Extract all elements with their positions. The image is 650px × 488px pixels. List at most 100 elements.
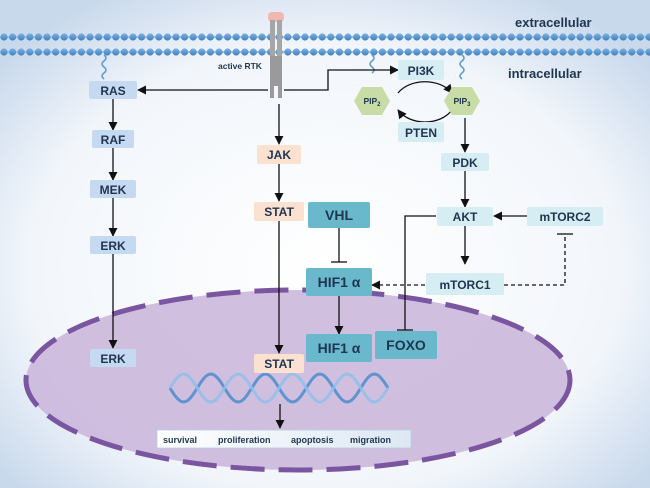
- membrane-bead: [636, 33, 645, 41]
- membrane-bead: [396, 48, 404, 56]
- membrane-bead: [129, 33, 137, 41]
- node-erk-cytoplasm-label: ERK: [100, 239, 126, 253]
- membrane-bead: [353, 48, 361, 56]
- membrane-bead: [482, 48, 490, 56]
- membrane-bead: [404, 33, 412, 41]
- membrane-bead: [112, 33, 120, 41]
- membrane-bead: [542, 33, 550, 41]
- membrane-bead: [473, 33, 481, 41]
- membrane-bead: [206, 33, 214, 41]
- membrane-bead: [611, 33, 619, 41]
- membrane-bead: [34, 48, 43, 56]
- membrane-bead: [198, 33, 206, 41]
- edge-pip2-pip3: [397, 81, 453, 94]
- membrane-bead: [77, 33, 85, 41]
- membrane-bead: [387, 33, 395, 41]
- membrane-bead: [318, 33, 326, 41]
- membrane-bead: [9, 33, 17, 41]
- membrane-bead: [370, 48, 378, 56]
- membrane-bead: [327, 33, 335, 41]
- membrane-bead: [215, 33, 223, 41]
- membrane-bead: [628, 48, 636, 56]
- node-pten-label: PTEN: [405, 126, 437, 140]
- membrane-bead: [327, 48, 335, 56]
- membrane-bead: [232, 48, 240, 56]
- membrane-bead: [619, 48, 627, 56]
- membrane-bead: [258, 33, 266, 41]
- membrane-bead: [95, 33, 103, 41]
- membrane-bead: [482, 33, 490, 41]
- membrane-bead: [163, 33, 171, 41]
- membrane-bead: [77, 48, 85, 56]
- membrane-bead: [301, 48, 309, 56]
- membrane-bead: [645, 48, 650, 56]
- membrane-bead: [447, 48, 455, 56]
- membrane-bead: [525, 33, 533, 41]
- membrane-bead: [619, 33, 627, 41]
- membrane-bead: [361, 33, 369, 41]
- node-ras-label: RAS: [100, 84, 125, 98]
- membrane-bead: [533, 48, 541, 56]
- membrane-bead: [206, 48, 214, 56]
- membrane-bead: [396, 33, 404, 41]
- membrane-bead: [559, 33, 567, 41]
- rtk-receptor: [268, 12, 284, 98]
- membrane-bead: [353, 33, 361, 41]
- membrane-bead: [533, 33, 541, 41]
- node-hif-nucleus-label: HIF1 α: [318, 340, 361, 356]
- node-ras: [89, 81, 137, 99]
- extracellular-label: extracellular: [515, 15, 592, 30]
- node-foxo-label: FOXO: [386, 337, 426, 353]
- node-pdk-label: PDK: [452, 156, 478, 170]
- membrane-bead: [138, 48, 146, 56]
- membrane-bead: [284, 48, 292, 56]
- node-jak-label: JAK: [267, 148, 291, 162]
- dna-helix-icon: [168, 372, 390, 404]
- membrane-bead: [585, 48, 593, 56]
- edge-akt-foxo: [404, 215, 436, 330]
- edge-pten-pip2: [397, 109, 453, 123]
- node-mtorc2-label: mTORC2: [539, 210, 590, 224]
- outcomes-bar: [156, 429, 412, 449]
- membrane-bead: [318, 48, 326, 56]
- node-vhl-label: VHL: [325, 207, 353, 223]
- node-pip2-label: PIP2: [363, 96, 381, 108]
- membrane-bead: [559, 48, 567, 56]
- membrane-bead: [645, 33, 650, 41]
- node-stat-nucleus: [254, 354, 304, 373]
- membrane-bead: [69, 48, 77, 56]
- node-pip2: [354, 87, 390, 115]
- membrane-bead: [292, 33, 300, 41]
- membrane-bead: [507, 33, 515, 41]
- membrane-bead: [464, 33, 472, 41]
- node-foxo: [375, 331, 437, 359]
- node-stat-cytoplasm: [254, 202, 304, 221]
- membrane-bead: [370, 33, 378, 41]
- membrane-bead: [155, 48, 163, 56]
- membrane-bead: [215, 48, 223, 56]
- membrane-bead: [335, 48, 343, 56]
- membrane-bead: [473, 48, 481, 56]
- node-mtorc2: [527, 207, 603, 226]
- membrane-bead: [421, 33, 429, 41]
- membrane-bead: [516, 33, 524, 41]
- node-pi3k-label: PI3K: [408, 64, 435, 78]
- membrane-bead: [456, 48, 464, 56]
- membrane-bead: [301, 33, 309, 41]
- membrane-bead: [602, 48, 610, 56]
- membrane-bead: [542, 48, 550, 56]
- membrane-bead: [43, 33, 51, 41]
- membrane-bead: [129, 48, 137, 56]
- membrane-bead: [86, 33, 94, 41]
- membrane-bead: [112, 48, 120, 56]
- membrane-bead: [146, 33, 154, 41]
- node-stat-cytoplasm-label: STAT: [264, 205, 294, 219]
- membrane-bead: [163, 48, 171, 56]
- membrane-bead: [507, 48, 515, 56]
- membrane-bead: [86, 48, 94, 56]
- cell-membrane: [0, 33, 650, 56]
- connectors: [108, 65, 573, 429]
- node-pi3k: [398, 60, 444, 80]
- membrane-bead: [344, 33, 352, 41]
